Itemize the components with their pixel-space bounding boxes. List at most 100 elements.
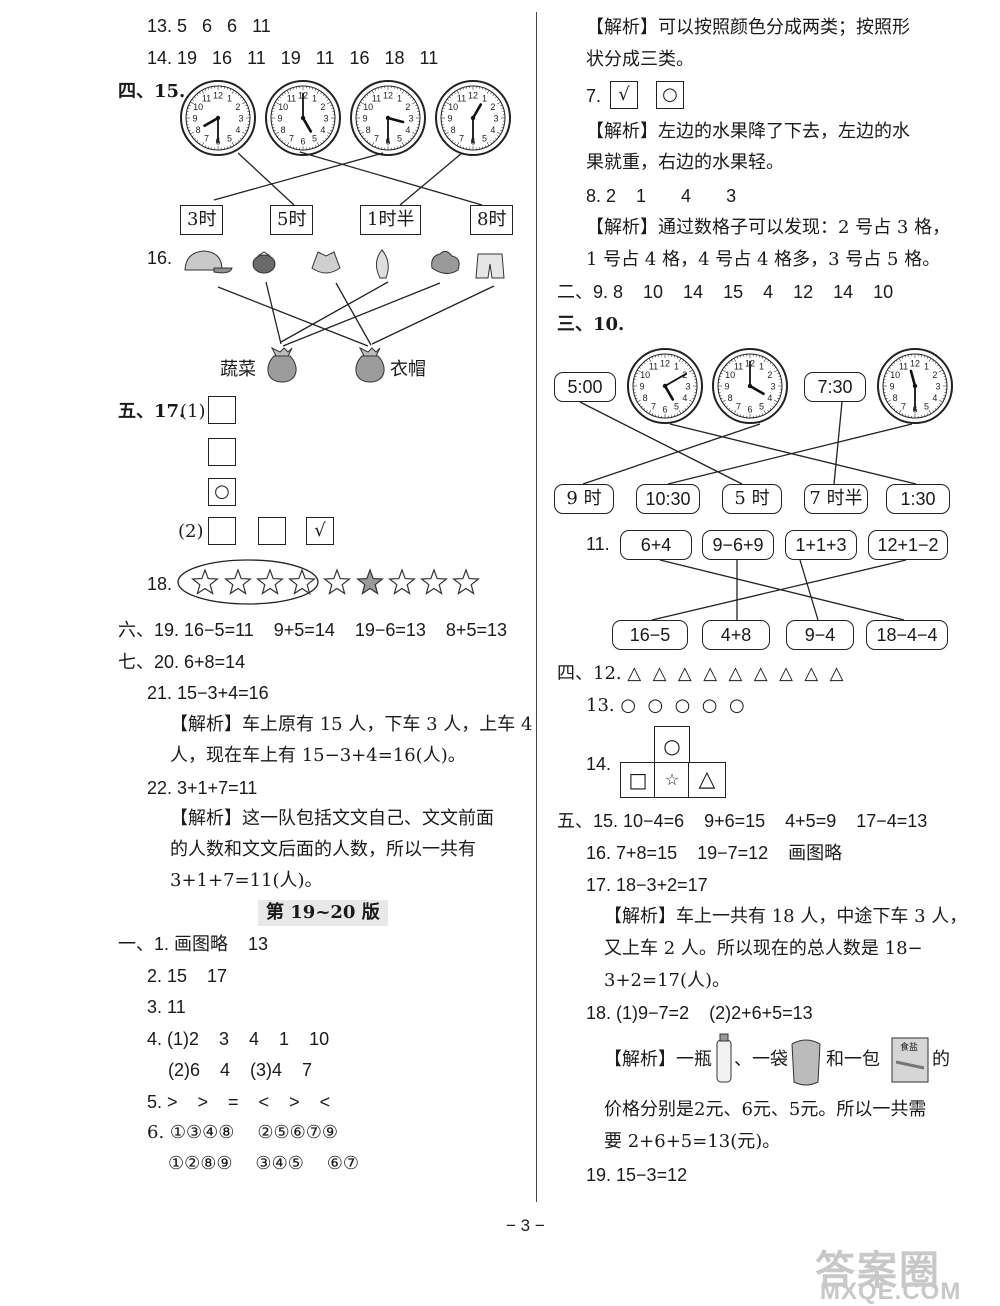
clock-tick	[327, 135, 330, 138]
clock-tick	[893, 362, 896, 364]
bag-clothes-label: 衣帽	[390, 359, 426, 380]
clock-tick	[289, 145, 292, 148]
clock-tick	[456, 142, 460, 146]
clock-numeral: 5	[397, 133, 402, 143]
clock-tick	[316, 142, 320, 146]
clock-tick	[928, 410, 932, 414]
clock-tick	[692, 372, 695, 375]
clock-center	[470, 115, 476, 121]
clock-tick	[934, 362, 937, 364]
clock-hour-hand	[386, 116, 405, 124]
clock-tick	[358, 129, 361, 132]
analysis-18-part1: 【解析】一瓶	[604, 1049, 712, 1070]
clock-numeral: 8	[893, 393, 898, 403]
bag-vegetables-label: 蔬菜	[220, 359, 256, 380]
clock-tick	[643, 408, 646, 410]
clock-tick	[638, 403, 641, 406]
clock-numeral: 3	[238, 114, 243, 124]
clock-tick	[693, 394, 696, 397]
clock-numeral: 12	[468, 91, 478, 101]
clock-tick	[407, 94, 410, 96]
clock-tick	[676, 413, 679, 416]
analysis-21-line2: 人，现在车上有 15−3+4=16(人)。	[170, 745, 466, 766]
clock-numeral: 7	[736, 401, 741, 411]
time-match-line	[833, 401, 843, 485]
clock-tick	[778, 375, 781, 378]
clock-numeral: 11	[457, 94, 466, 104]
water-bottle-icon	[716, 1039, 732, 1083]
clock-tick	[459, 145, 462, 148]
answer-18: 18. (1)9−7=2 (2)2+6+5=13	[586, 1003, 813, 1023]
clock-tick	[331, 107, 334, 110]
clock-tick	[235, 142, 238, 145]
clock-tick	[778, 394, 781, 397]
equation-match-line	[651, 559, 907, 621]
part-1-label: (1)	[180, 401, 206, 422]
clock-tick	[235, 91, 238, 94]
section-5-q17: 五、17.	[118, 401, 186, 422]
clock-tick	[399, 88, 402, 91]
clock-tick	[736, 356, 739, 359]
clock-tick	[648, 410, 652, 414]
clock-tick	[276, 135, 279, 138]
column-divider	[536, 12, 537, 1202]
clock-tick	[246, 126, 249, 129]
answer-18: 18.	[147, 574, 173, 594]
section-7-q20: 七、20. 6+8=14	[118, 652, 246, 672]
clock-tick	[272, 126, 275, 129]
clock-tick	[364, 96, 366, 99]
star-icon	[322, 568, 352, 595]
clock-tick	[320, 91, 323, 94]
sack-body	[267, 355, 297, 383]
clock-tick	[451, 94, 454, 96]
clock-tick	[684, 362, 687, 364]
clock-tick	[481, 146, 484, 149]
clock-tick	[939, 369, 943, 373]
clock-numeral: 2	[320, 102, 325, 112]
clock-numeral: 7	[651, 401, 656, 411]
clock-tick	[204, 145, 207, 148]
clock-label-1: 3时	[180, 205, 224, 235]
time-match-line	[582, 423, 761, 485]
clock-numeral: 12	[383, 91, 393, 101]
clock-tick	[242, 101, 246, 105]
equation-bottom-2: 4+8	[702, 620, 770, 650]
clock-tick	[687, 364, 689, 367]
clock-tick	[767, 359, 770, 362]
clock-numeral: 2	[490, 102, 495, 112]
clock-tick	[689, 366, 692, 369]
analysis-7-line2: 果就重，右边的水果轻。	[586, 152, 784, 173]
clock-tick	[501, 126, 504, 129]
clock-tick	[242, 131, 246, 135]
item-match-line	[371, 285, 495, 345]
clock-tick	[891, 405, 893, 408]
clock-tick	[726, 364, 728, 367]
clock-tick	[275, 101, 279, 105]
clock-tick	[739, 355, 742, 358]
clock-tick	[237, 94, 240, 96]
clock-numeral: 9	[889, 382, 894, 392]
clock-numeral: 2	[405, 102, 410, 112]
clock-tick	[371, 90, 375, 94]
answer-6a: 6. ①③④⑧ ②⑤⑥⑦⑨	[147, 1122, 339, 1143]
clock-tick	[484, 88, 487, 91]
clock-tick	[733, 410, 737, 414]
answer-box	[208, 438, 236, 466]
clock-numeral: 4	[405, 125, 410, 135]
clock-tick	[289, 88, 292, 91]
item-match-line	[282, 282, 441, 347]
clock-numeral: 4	[490, 125, 495, 135]
section-4-q12: 四、12. △ △ △ △ △ △ △ △ △	[557, 663, 844, 684]
equation-bottom-3: 9−4	[786, 620, 854, 650]
clock-tick	[374, 88, 377, 91]
analysis-22-line3: 3+1+7=11(人)。	[170, 870, 323, 891]
clock-tick	[245, 129, 248, 132]
answer-19: 19. 15−3=12	[586, 1165, 688, 1185]
clock-numeral: 5	[674, 401, 679, 411]
equation-bottom-4: 18−4−4	[866, 620, 948, 650]
clock-numeral: 1	[312, 94, 317, 104]
analysis-21-line1: 【解析】车上原有 15 人，下车 3 人，上车 4	[170, 714, 533, 735]
cabbage-icon	[376, 249, 389, 279]
